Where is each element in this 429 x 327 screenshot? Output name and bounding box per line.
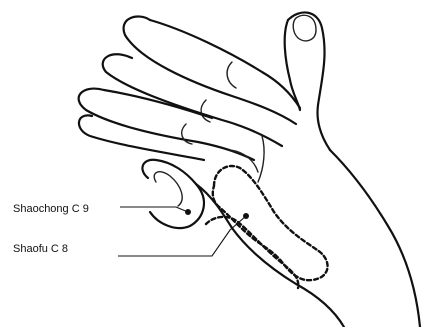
- shaochong-leader: [120, 207, 188, 212]
- palm-crease-1: [258, 136, 264, 182]
- ring-finger-outline: [79, 89, 254, 160]
- middle-crease: [201, 100, 210, 122]
- index-finger-outline: [124, 16, 296, 124]
- shaochong-label: Shaochong C 9: [13, 203, 89, 215]
- little-finger-lower: [142, 160, 204, 228]
- little-fingernail: [154, 172, 182, 206]
- shaofu-leader: [118, 216, 246, 256]
- index-crease: [227, 62, 236, 88]
- little-finger-outline: [79, 115, 204, 160]
- ring-finger-top: [104, 90, 212, 118]
- thumbnail: [293, 15, 316, 41]
- index-finger-underside: [150, 20, 300, 108]
- thumb-base-outline: [330, 150, 420, 327]
- shaofu-label: Shaofu C 8: [13, 243, 68, 255]
